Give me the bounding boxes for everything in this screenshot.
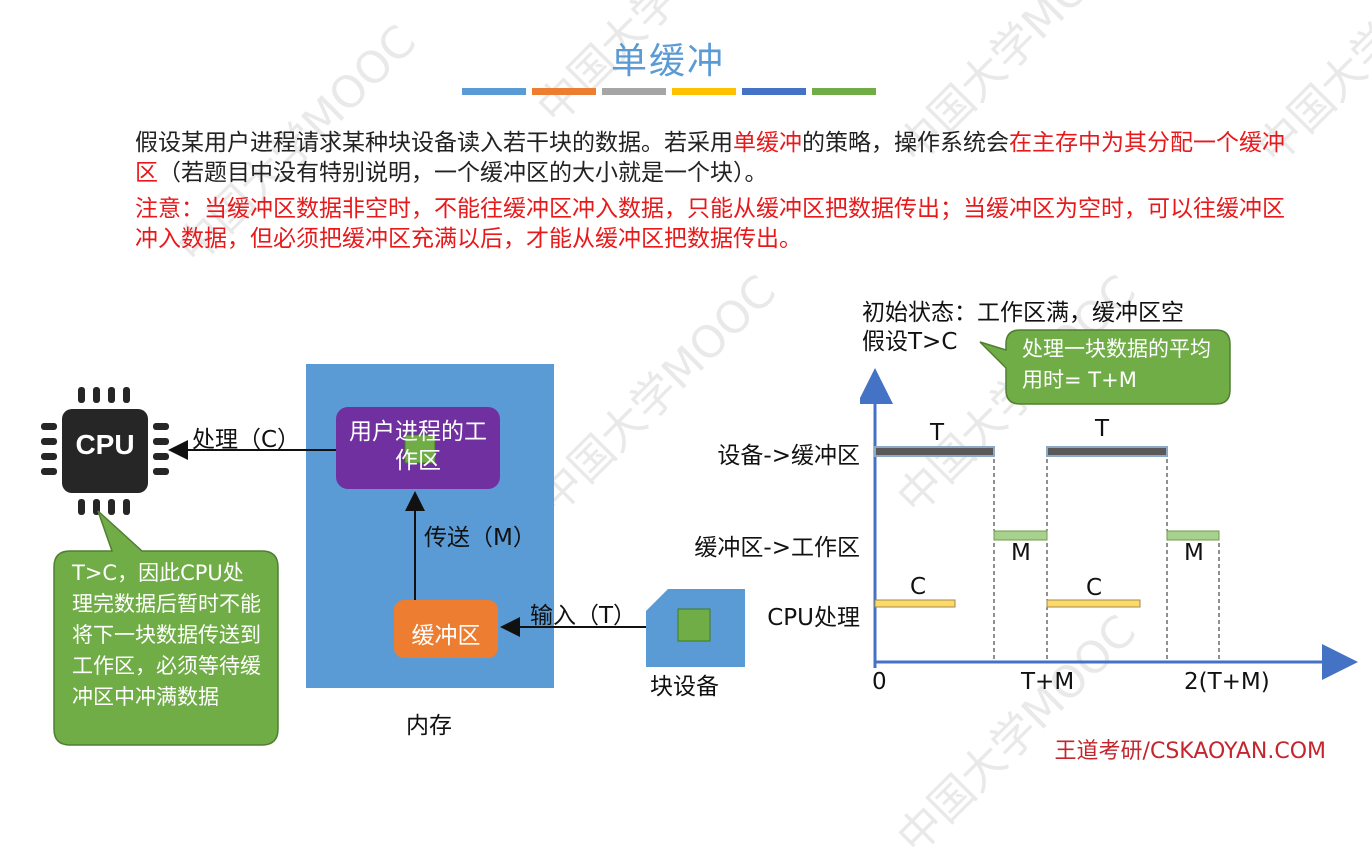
process-label: 处理（C） [192, 427, 301, 453]
cpu-chip-icon [41, 387, 169, 515]
c-label: C [1086, 575, 1103, 601]
color-bar [532, 88, 596, 95]
initial-state-label: 初始状态：工作区满，缓冲区空 [862, 300, 1184, 326]
slide-title: 单缓冲 [610, 41, 725, 82]
buffer-box [394, 600, 498, 658]
input-label: 输入（T） [530, 603, 637, 629]
color-bar [672, 88, 736, 95]
x-tick-label: 2(T+M) [1184, 669, 1270, 695]
t-label: T [1095, 416, 1110, 442]
m-segment [1166, 530, 1220, 541]
t-label: T [930, 420, 945, 446]
color-bar [602, 88, 666, 95]
buffer-diagram [41, 364, 745, 746]
title-color-bars [462, 88, 876, 95]
timing-callout-text: 处理一块数据的平均用时= T+M [1022, 337, 1211, 392]
m-label: M [1184, 540, 1204, 566]
m-label: M [1011, 540, 1031, 566]
cpu-callout-bubble [53, 510, 279, 746]
cpu-label: CPU [75, 429, 135, 460]
block-device-label: 块设备 [650, 674, 719, 700]
t-segment [874, 446, 995, 457]
timing-callout-bubble [979, 329, 1231, 405]
t-segment [1046, 446, 1168, 457]
intro-paragraph: 假设某用户进程请求某种块设备读入若干块的数据。若采用单缓冲的策略，操作系统会在主… [135, 128, 1295, 188]
color-bar [462, 88, 526, 95]
row-label-device-buffer: 设备->缓冲区 [717, 443, 860, 469]
m-segment [993, 530, 1048, 541]
c-segment [1046, 599, 1141, 608]
memory-label: 内存 [406, 713, 452, 739]
c-segment [874, 599, 956, 608]
assumption-label: 假设T>C [862, 329, 958, 355]
device-data-icon [677, 608, 711, 642]
x-tick-label: T+M [1021, 669, 1075, 695]
work-area-label: 用户进程的工作区 [349, 419, 487, 474]
cpu-callout-text: T>C，因此CPU处理完数据后暂时不能将下一块数据传送到工作区，必须等待缓冲区中… [72, 561, 261, 709]
color-bar [742, 88, 806, 95]
buffer-label: 缓冲区 [411, 623, 481, 649]
transfer-label: 传送（M） [424, 525, 536, 551]
intro-text-segment: 假设某用户进程请求某种块设备读入若干块的数据。若采用 [135, 130, 733, 156]
row-label-buffer-work: 缓冲区->工作区 [694, 535, 860, 561]
footer-brand: 王道考研/CSKAOYAN.COM [1054, 739, 1326, 764]
intro-text-segment: 在主存中为其分配一个缓冲区 [135, 130, 1285, 186]
row-label-cpu: CPU处理 [767, 605, 860, 631]
x-tick-label: 0 [872, 669, 887, 695]
intro-text-segment: 单缓冲 [733, 130, 802, 156]
intro-text-segment: （若题目中没有特别说明，一个缓冲区的大小就是一个块）。 [158, 160, 768, 186]
data-block-icon [404, 434, 436, 464]
c-label: C [910, 574, 927, 600]
timing-diagram [860, 329, 1358, 680]
color-bar [812, 88, 876, 95]
intro-text-segment: 的策略，操作系统会 [802, 130, 1009, 156]
note-paragraph: 注意：当缓冲区数据非空时，不能往缓冲区冲入数据，只能从缓冲区把数据传出；当缓冲区… [135, 196, 1285, 252]
